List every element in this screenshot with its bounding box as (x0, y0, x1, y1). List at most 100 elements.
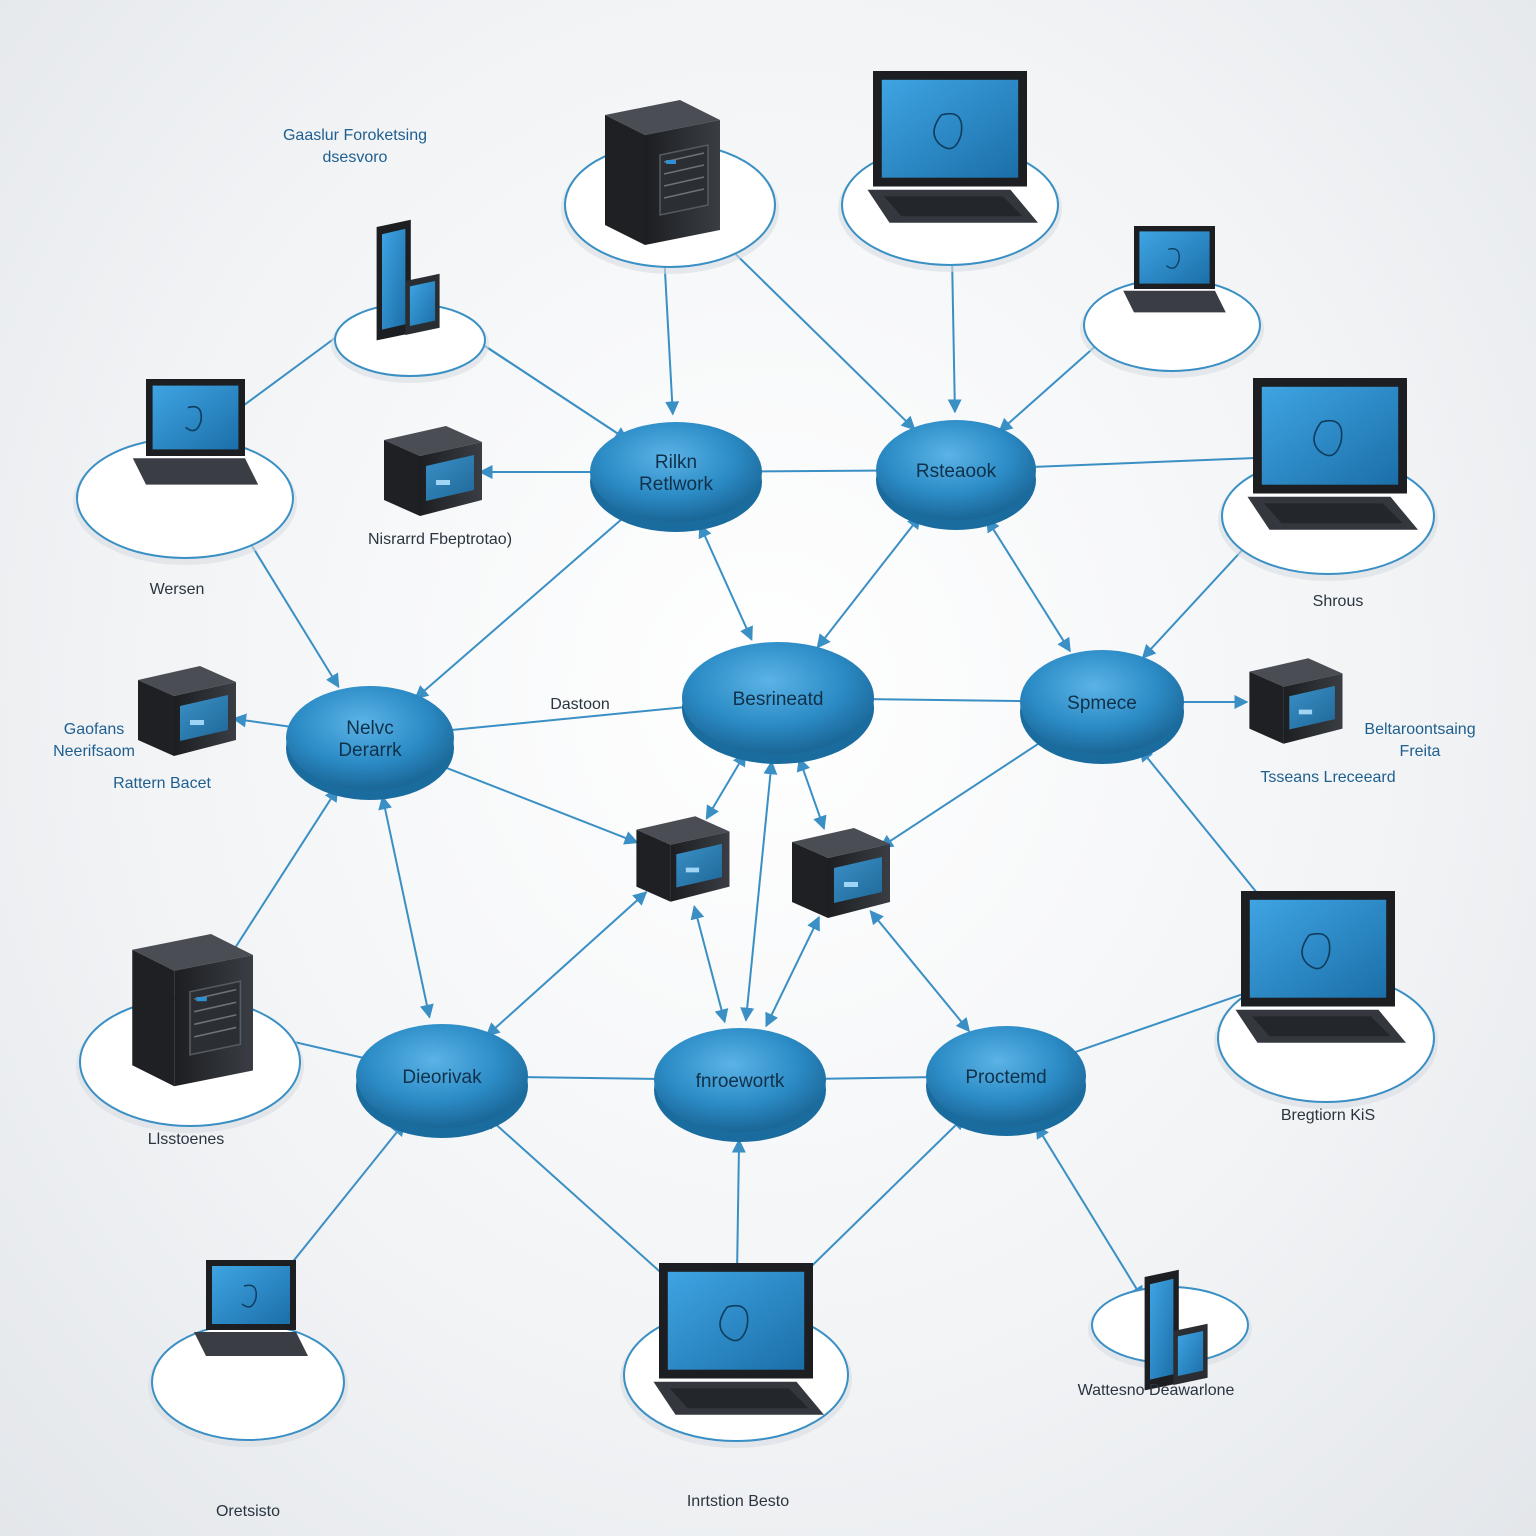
connection-link-h2-h5 (986, 517, 1071, 653)
box-top (138, 666, 236, 696)
hub-label: Retlwork (639, 474, 713, 495)
device-label: Neerifsaom (53, 743, 135, 760)
mobile-device-icon[interactable] (376, 219, 440, 341)
screen-glyph (1165, 248, 1180, 269)
box-side (138, 680, 174, 756)
network-switch-icon[interactable] (384, 426, 482, 516)
network-switch-icon[interactable] (138, 666, 236, 756)
tower-side (605, 115, 645, 245)
screen-glyph (1301, 932, 1331, 970)
device-label: Inrtstion Besto (687, 1493, 789, 1510)
hub-top (876, 420, 1036, 520)
hub-top (1020, 650, 1184, 754)
dock-screen (409, 281, 436, 326)
hub-top (654, 1028, 826, 1132)
device-label: Llsstoenes (148, 1131, 225, 1148)
laptop-base (132, 458, 259, 485)
laptop-icon[interactable] (194, 1260, 308, 1356)
screen-glyph (719, 1304, 749, 1342)
hub-top (286, 686, 454, 790)
box-top (384, 426, 482, 456)
printer-icon[interactable] (1249, 658, 1343, 744)
screen-glyph (1313, 419, 1343, 457)
hub-label: Rilkn (655, 452, 697, 473)
drive-slot (194, 1014, 237, 1026)
tablet-icon[interactable] (1144, 1269, 1208, 1391)
laptop-icon[interactable] (1123, 226, 1226, 313)
port-light (190, 720, 204, 725)
hub-top (926, 1026, 1086, 1126)
status-light (666, 160, 676, 164)
drive-slot (663, 188, 705, 199)
network-hub-h2[interactable]: Rsteaook (876, 420, 1036, 530)
laptop-icon[interactable] (132, 379, 259, 485)
connection-link-h4-h7 (740, 760, 778, 1022)
router-icon[interactable] (636, 816, 730, 902)
laptop-screen (152, 385, 239, 450)
screen-glyph (933, 112, 963, 150)
port-light (685, 867, 700, 873)
drive-slot (663, 164, 705, 175)
devices (132, 71, 1418, 1415)
hub-top (682, 642, 874, 754)
keyboard-keys (884, 196, 1023, 217)
device-label: Wattesno Deawarlone (1078, 1382, 1235, 1399)
drive-bay (189, 980, 242, 1056)
desktop-computer-icon[interactable] (1235, 891, 1407, 1043)
drive-slot (194, 1026, 237, 1038)
monitor-icon[interactable] (1247, 378, 1419, 530)
server-tower-icon[interactable] (132, 934, 253, 1087)
connection-link-h6-d14 (275, 1121, 406, 1284)
monitor-icon[interactable] (867, 71, 1039, 223)
device-label: Dastoon (550, 696, 610, 713)
network-hub-h8[interactable]: Proctemd (926, 1026, 1086, 1136)
connection-link-h7-d10 (690, 905, 729, 1024)
monitor-screen (881, 79, 1019, 178)
box-side (1249, 671, 1284, 744)
connection-link-h4-d11 (796, 757, 827, 831)
connection-link-h3-h6 (378, 795, 434, 1019)
tower-top (605, 100, 720, 135)
hub-label: Nelvc (346, 718, 394, 739)
router-icon[interactable] (792, 828, 890, 918)
laptop-screen (1139, 231, 1210, 284)
connection-link-h5-d11 (878, 734, 1054, 849)
network-hub-h5[interactable]: Spmece (1020, 650, 1184, 764)
monitor-screen (667, 1271, 805, 1370)
box-top (792, 828, 890, 858)
hub-label: fnroewortk (696, 1071, 785, 1092)
device-label: Rattern Bacet (113, 775, 211, 792)
hub-label: Spmece (1067, 693, 1137, 714)
box-panel (426, 455, 474, 501)
desktop-computer-icon[interactable] (653, 1263, 825, 1415)
box-panel (834, 857, 882, 903)
device-label: Gaofans (64, 721, 124, 738)
network-hub-h4[interactable]: Besrineatd (682, 642, 874, 764)
box-panel (676, 843, 722, 888)
hub-top (356, 1024, 528, 1128)
box-panel (180, 695, 228, 741)
server-tower-icon[interactable] (605, 100, 720, 245)
connection-link-h7-d11 (765, 915, 820, 1028)
tower-top (132, 934, 253, 971)
hub-label: Rsteaook (916, 461, 997, 482)
network-hub-h7[interactable]: fnroewortk (654, 1028, 826, 1142)
connection-link-h6-h7 (500, 1069, 682, 1087)
connection-link-h3-h4 (428, 698, 716, 738)
hub-top (590, 422, 762, 522)
port-light (1298, 709, 1313, 715)
device-label: Oretsisto (216, 1503, 280, 1520)
device-label: Bregtiorn KiS (1281, 1107, 1375, 1124)
connection-link-h8-d16 (1035, 1124, 1144, 1301)
connection-link-h2-h4 (816, 514, 922, 649)
keyboard-keys (670, 1388, 809, 1409)
port-light (844, 882, 858, 887)
network-hub-h6[interactable]: Dieorivak (356, 1024, 528, 1138)
connection-link-h3-d12 (215, 787, 339, 979)
box-side (636, 829, 671, 902)
